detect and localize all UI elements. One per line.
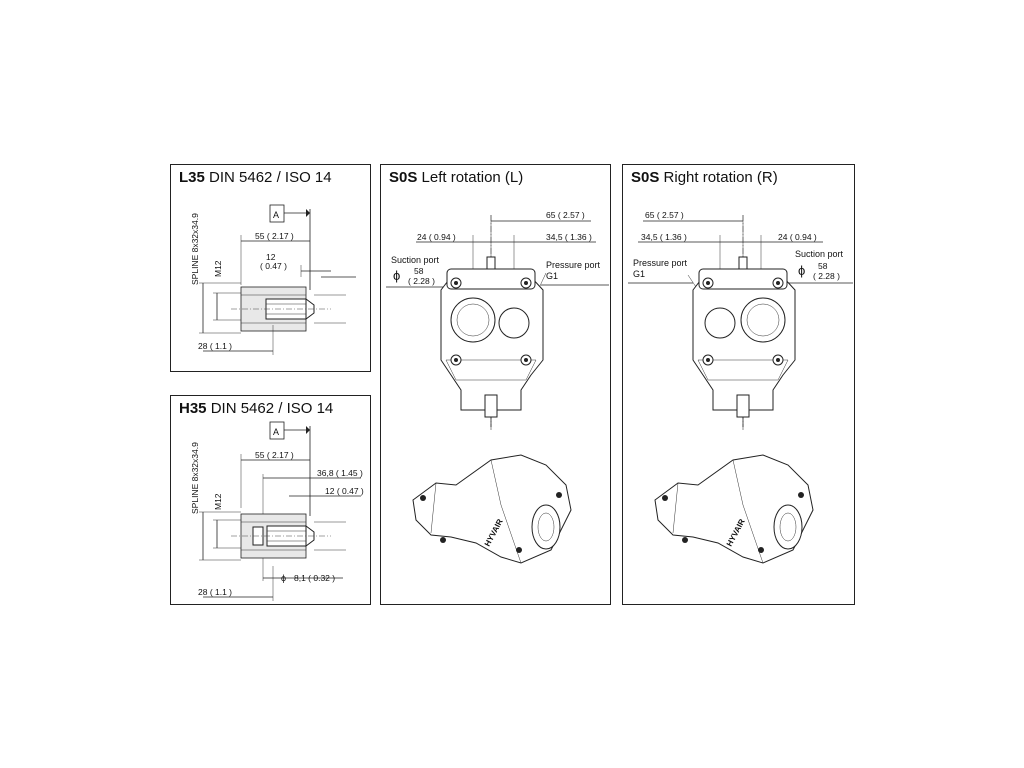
right-dim-65: 65 ( 2.57 ): [645, 210, 684, 220]
h35-spline-label: SPLINE 8x32x34.9: [190, 442, 200, 514]
right-pump-front-view: [692, 256, 796, 427]
l35-datum-box: [269, 204, 285, 223]
left-rotation-drawing: 65 ( 2.57 ) 24 ( 0.94 ) 34,5 ( 1.36 ) Su…: [386, 210, 609, 564]
h35-shaft-drawing: A 55 ( 2.17 ) 36,8 ( 1.45 ) 12 ( 0.47 ) …: [190, 421, 364, 601]
right-pump-isometric-view: HYVAIR: [654, 454, 814, 564]
right-dim-34-5: 34,5 ( 1.36 ): [641, 232, 687, 242]
l35-thread-label: M12: [213, 260, 223, 277]
l35-dim-12: 12: [266, 252, 276, 262]
h35-dim-8-1: 8,1 ( 0.32 ): [294, 573, 335, 583]
left-suction-mm: 58: [414, 266, 424, 276]
right-pressure-port: [704, 307, 736, 339]
h35-thread-label: M12: [213, 493, 223, 510]
right-pressure-thread: G1: [633, 269, 645, 279]
left-suction-label: Suction port: [391, 255, 440, 265]
l35-dim-12-inch: ( 0.47 ): [260, 261, 287, 271]
right-pressure-label: Pressure port: [633, 258, 688, 268]
h35-shaft-panel: H35 DIN 5462 / ISO 14 A 55 ( 2.17 ) 36,8…: [170, 395, 371, 605]
left-pressure-label: Pressure port: [546, 260, 601, 270]
left-rotation-code: S0S: [389, 169, 418, 186]
l35-datum-label: A: [273, 210, 279, 220]
left-dim-24: 24 ( 0.94 ): [417, 232, 456, 242]
right-dim-24: 24 ( 0.94 ): [778, 232, 817, 242]
h35-diameter-symbol: ϕ: [281, 573, 286, 583]
l35-shaft-panel: L35 DIN 5462 / ISO 14 A 55 ( 2.17 ) 12 (…: [170, 164, 371, 372]
left-dim-34-5: 34,5 ( 1.36 ): [546, 232, 592, 242]
l35-title: L35 DIN 5462 / ISO 14: [179, 169, 332, 186]
right-rotation-title: S0S Right rotation (R): [631, 169, 778, 186]
left-pump-front-view: [440, 256, 544, 427]
left-pressure-port: [498, 307, 530, 339]
left-dim-65: 65 ( 2.57 ): [546, 210, 585, 220]
h35-dim-36-8: 36,8 ( 1.45 ): [317, 468, 363, 478]
l35-standard: DIN 5462 / ISO 14: [209, 169, 332, 186]
h35-dim-12: 12 ( 0.47 ): [325, 486, 364, 496]
l35-shaft-drawing: A 55 ( 2.17 ) 12 ( 0.47 ) SPLINE 8x32x34…: [190, 204, 356, 355]
right-suction-mm: 58: [818, 261, 828, 271]
l35-dim-28: 28 ( 1.1 ): [198, 341, 232, 351]
left-suction-port: [450, 297, 496, 343]
left-rotation-title: S0S Left rotation (L): [389, 169, 523, 186]
left-suction-inch: ( 2.28 ): [408, 276, 435, 286]
h35-code: H35: [179, 400, 207, 417]
l35-spline-label: SPLINE 8x32x34.9: [190, 213, 200, 285]
right-suction-diameter-symbol: ϕ: [798, 263, 805, 278]
left-rotation-text: Left rotation (L): [421, 169, 524, 186]
h35-dim-28: 28 ( 1.1 ): [198, 587, 232, 597]
left-suction-diameter-symbol: ϕ: [393, 268, 400, 283]
left-rotation-panel: S0S Left rotation (L) 65 ( 2.57 ) 24 ( 0…: [380, 164, 611, 605]
right-rotation-panel: S0S Right rotation (R) 65 ( 2.57 ) 34,5 …: [622, 164, 855, 605]
l35-dim-55: 55 ( 2.17 ): [255, 231, 294, 241]
h35-datum-label: A: [273, 427, 279, 437]
right-suction-port: [740, 297, 786, 343]
left-pump-isometric-view: HYVAIR: [412, 454, 572, 564]
left-pressure-thread: G1: [546, 271, 558, 281]
h35-title: H35 DIN 5462 / ISO 14: [179, 400, 333, 417]
right-rotation-drawing: 65 ( 2.57 ) 34,5 ( 1.36 ) 24 ( 0.94 ) Pr…: [628, 210, 853, 564]
h35-datum-box: [269, 421, 285, 440]
right-suction-label: Suction port: [795, 249, 844, 259]
h35-standard: DIN 5462 / ISO 14: [210, 400, 334, 417]
right-suction-inch: ( 2.28 ): [813, 271, 840, 281]
h35-dim-55: 55 ( 2.17 ): [255, 450, 294, 460]
l35-code: L35: [179, 169, 205, 186]
right-rotation-code: S0S: [631, 169, 660, 186]
right-rotation-text: Right rotation (R): [663, 169, 778, 186]
